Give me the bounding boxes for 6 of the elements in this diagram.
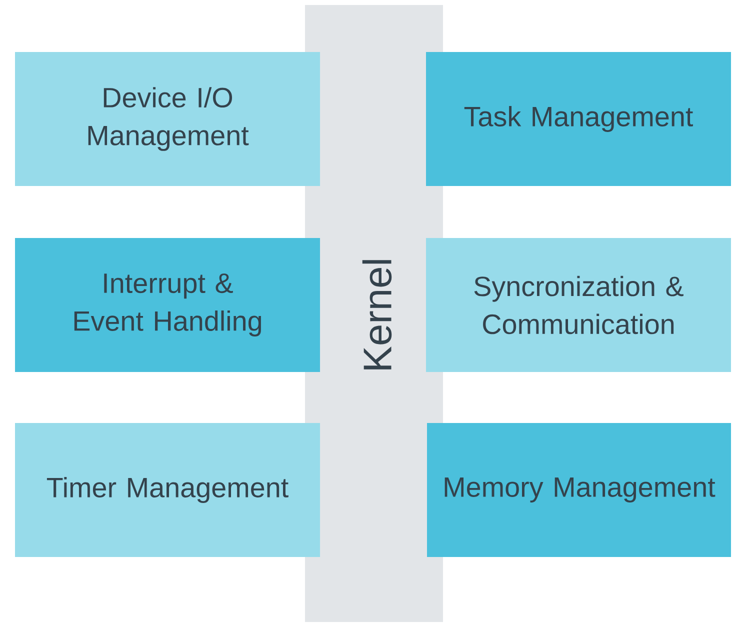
module-box: Timer Management bbox=[15, 423, 320, 557]
module-box: Memory Management bbox=[427, 423, 731, 557]
module-box: Task Management bbox=[426, 52, 731, 186]
module-box: Device I/O Management bbox=[15, 52, 320, 186]
module-box: Interrupt & Event Handling bbox=[15, 238, 320, 372]
module-box: Syncronization & Communication bbox=[426, 238, 731, 372]
